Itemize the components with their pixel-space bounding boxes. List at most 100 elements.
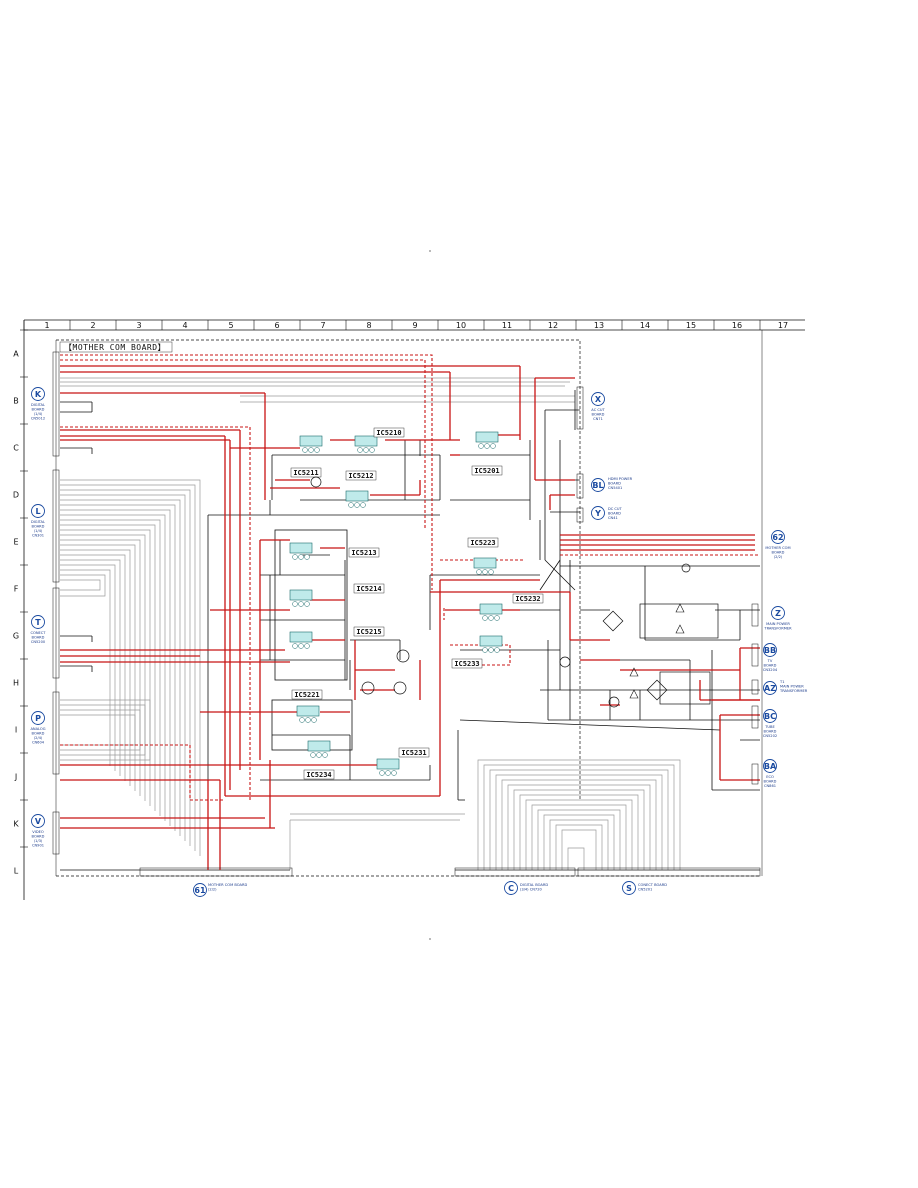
column-label: 12 xyxy=(548,321,558,330)
row-label: E xyxy=(13,538,18,547)
connector-badge xyxy=(763,759,777,773)
connector-text: CN71 xyxy=(593,417,603,421)
connector-text: MAIN POWER xyxy=(780,685,804,689)
ic5211-label: IC5211 xyxy=(290,467,322,478)
connector-letter: X xyxy=(595,395,602,404)
connector-text: BOARD xyxy=(764,780,777,784)
column-label: 17 xyxy=(778,321,788,330)
connector-text: MOTHER COM xyxy=(765,546,790,550)
connector-text: CN861 xyxy=(764,784,776,788)
connector-text: AC CUT xyxy=(591,408,605,412)
connector-text: BOARD xyxy=(32,408,45,412)
connector-text: (3/4) CN720 xyxy=(520,888,543,892)
connector-strip-61 xyxy=(139,867,293,877)
column-label: 6 xyxy=(274,321,279,330)
connector-letter: BL xyxy=(592,481,603,490)
row-label: L xyxy=(14,867,19,876)
row-label: A xyxy=(13,350,19,359)
connector-text: (2/2) xyxy=(774,555,783,559)
svg-text:IC5201: IC5201 xyxy=(474,467,499,475)
caution-icons xyxy=(629,603,685,699)
connector-badge xyxy=(31,387,45,401)
ic5233-label: IC5233 xyxy=(451,658,483,669)
ic5215-label: IC5215 xyxy=(353,626,385,637)
connector-text: TUBE xyxy=(764,725,775,729)
ic5214-label: IC5214 xyxy=(353,583,385,594)
column-label: 10 xyxy=(456,321,466,330)
connector-text: DIGITAL BOARD xyxy=(520,883,548,887)
row-label: B xyxy=(13,397,19,406)
transistor-q5 xyxy=(559,656,571,668)
connector-letter: S xyxy=(626,884,632,893)
page-mark-top xyxy=(429,250,431,252)
row-label: J xyxy=(14,773,17,782)
board-title: 【MOTHER COM BOARD】 xyxy=(64,343,166,352)
caution-icon xyxy=(675,624,685,634)
connector-badge xyxy=(31,615,45,629)
connector-strip-x xyxy=(576,386,584,430)
svg-text:IC5214: IC5214 xyxy=(356,585,381,593)
ic5233-symbol xyxy=(479,635,503,653)
row-label: K xyxy=(13,820,19,829)
connector-text: CN604 xyxy=(32,741,45,745)
ic5234-symbol xyxy=(307,740,331,758)
connector-text: TRANSFORMER xyxy=(763,627,792,631)
connector-strip-t xyxy=(52,587,60,679)
transistor-q2 xyxy=(396,649,410,663)
ic5212-label: IC5212 xyxy=(345,470,377,481)
connector-badge xyxy=(591,478,605,492)
connector-letter: T xyxy=(35,618,41,627)
connector-badge xyxy=(31,504,45,518)
connector-badge xyxy=(763,681,777,695)
connector-letter: BA xyxy=(764,762,777,771)
svg-text:IC5212: IC5212 xyxy=(348,472,373,480)
svg-text:IC5232: IC5232 xyxy=(515,595,540,603)
connector-strip-y xyxy=(576,507,584,523)
connector-text: (2/4) xyxy=(34,736,43,740)
column-label: 5 xyxy=(228,321,233,330)
transformer-block-az xyxy=(659,671,711,705)
connector-text: DIGITAL xyxy=(31,403,45,407)
ic5214-symbol xyxy=(289,589,313,607)
bridge-rectifier-1 xyxy=(602,610,624,632)
connector-text: CN5401 xyxy=(608,486,622,490)
transistor-q1 xyxy=(310,476,322,488)
connector-strip-v xyxy=(52,811,60,855)
connector-text: HDMI POWER xyxy=(608,477,633,481)
board-title-box: 【MOTHER COM BOARD】 xyxy=(59,341,173,353)
ic5201-label: IC5201 xyxy=(471,465,503,476)
svg-text:IC5213: IC5213 xyxy=(351,549,376,557)
connector-letter: BB xyxy=(764,646,776,655)
ic5231-label: IC5231 xyxy=(398,747,430,758)
column-label: 3 xyxy=(136,321,141,330)
connector-text: VIDEO xyxy=(32,830,44,834)
bridge-rectifiers xyxy=(602,563,719,705)
ic5221-label: IC5221 xyxy=(291,689,323,700)
connector-text: CN5012 xyxy=(31,417,45,421)
connector-strip-s xyxy=(577,867,761,877)
connector-strip-l xyxy=(52,469,60,583)
svg-text:IC5223: IC5223 xyxy=(470,539,495,547)
row-label: D xyxy=(13,491,19,500)
page-mark-bottom xyxy=(429,938,431,940)
ic5210-label: IC5210 xyxy=(373,427,405,438)
ic5213-symbol xyxy=(289,542,313,560)
bridge-rectifier-2 xyxy=(646,679,668,701)
connector-text: TRANSFORMER xyxy=(779,689,808,693)
connector-text: (1/3) xyxy=(34,839,43,843)
connector-text: CONECT xyxy=(30,631,46,635)
connector-text: ANALOG xyxy=(30,727,45,731)
row-label: I xyxy=(15,726,17,735)
